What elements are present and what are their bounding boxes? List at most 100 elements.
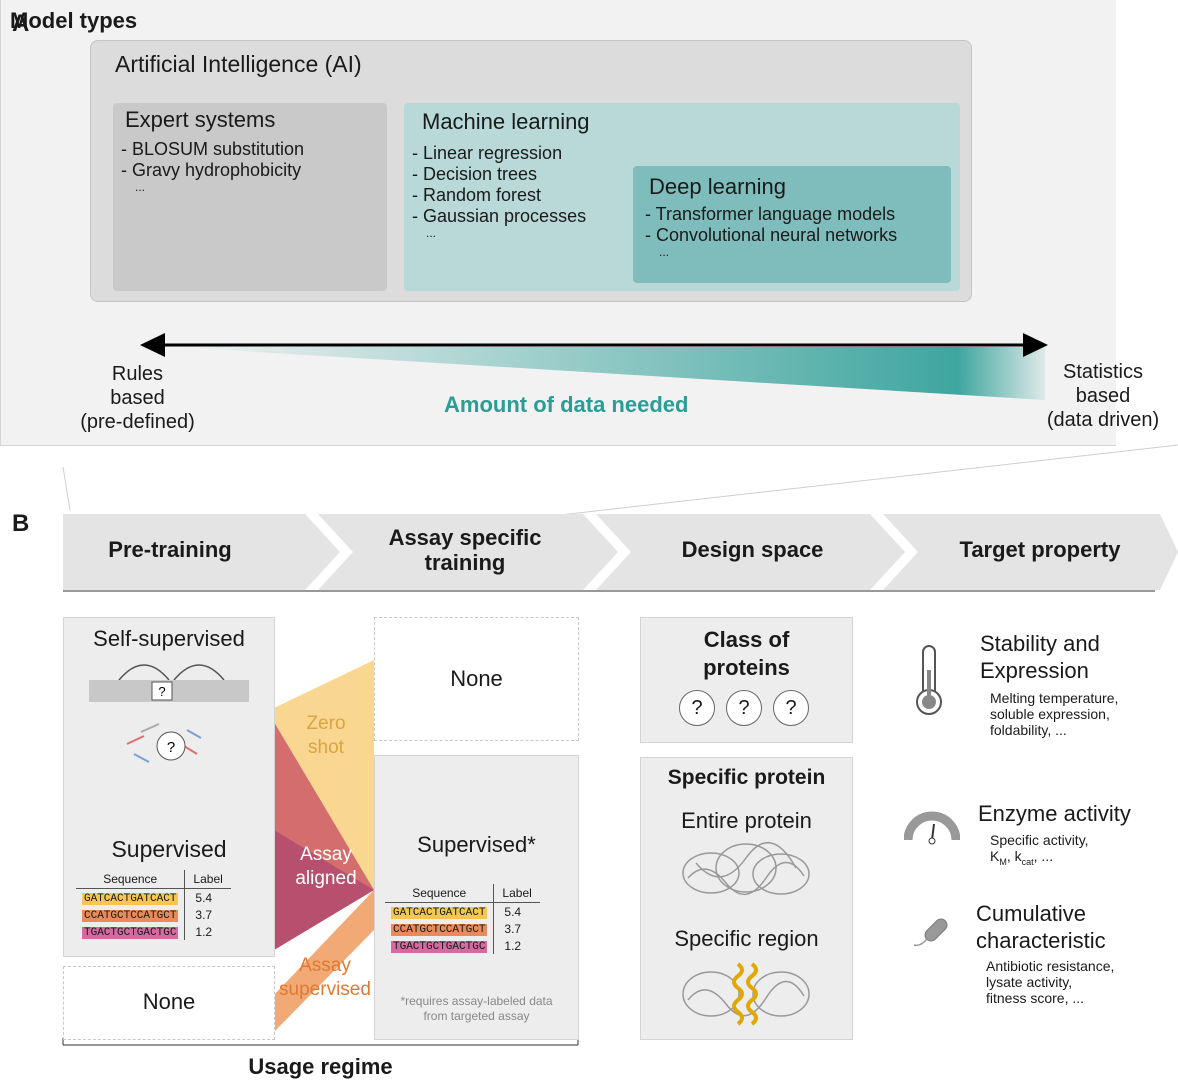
table-row: TGACTGCTGACTGC 1.2: [76, 923, 231, 940]
km-subscript: M: [999, 856, 1007, 867]
enzyme-kinetics-line: KM, kcat, ...: [990, 848, 1089, 870]
class-title-line: proteins: [703, 655, 790, 680]
chevron-target: [883, 514, 1178, 590]
funnel-line-left: [62, 466, 71, 511]
assay-supervised-title: Supervised*: [417, 832, 536, 857]
rules-label-line: (pre-defined): [80, 411, 195, 433]
funnel-line-right: [559, 444, 1178, 516]
label-cell: 5.4: [493, 902, 540, 920]
class-title-line: Class of: [703, 627, 790, 652]
ai-box: Artificial Intelligence (AI) Expert syst…: [90, 40, 972, 302]
masked-sequence-icon: ? ?: [89, 664, 249, 763]
statistics-label-line: based: [1075, 385, 1131, 407]
label-cell: 1.2: [493, 937, 540, 954]
data-needed-wedge: [175, 347, 1045, 400]
deep-learning-title: Deep learning: [649, 174, 786, 199]
kcat-symbol: , k: [1006, 848, 1022, 864]
class-of-proteins-card: Class of proteins ? ? ?: [640, 617, 853, 743]
flow-zero-shot: [274, 660, 374, 890]
self-supervised-label: Self-supervised: [93, 626, 245, 651]
assay-aligned-label: Assay aligned: [285, 843, 367, 891]
statistics-based-label: Statistics based (data driven): [1034, 360, 1172, 432]
footnote-line: *requires assay-labeled data: [400, 994, 553, 1008]
ml-item: ...: [426, 226, 437, 240]
cumulative-title-line: Cumulative: [976, 901, 1087, 926]
arrow-left-head: [140, 333, 165, 357]
specific-protein-title: Specific protein: [667, 766, 826, 789]
label-cell: 1.2: [184, 923, 231, 940]
enzyme-sub-line: Specific activity,: [990, 832, 1089, 848]
expert-item: ...: [135, 180, 146, 194]
pretraining-sequence-table: Sequence Label GATCACTGATCACT 5.4 CCATGC…: [76, 870, 231, 940]
label-cell: 3.7: [493, 920, 540, 937]
stability-title: Stability and Expression: [980, 630, 1100, 684]
table-row: GATCACTGATCACT 5.4: [385, 902, 540, 920]
zero-shot-line: Zero: [306, 713, 346, 734]
data-needed-graphic: [62, 333, 1178, 516]
zero-shot-label: Zero shot: [296, 712, 356, 760]
sequence-cell: TGACTGCTGACTGC: [82, 927, 179, 939]
ml-item: - Linear regression: [412, 143, 563, 163]
class-of-proteins-title: Class of proteins: [641, 626, 852, 682]
label-header: Label: [184, 870, 231, 889]
expert-item: - BLOSUM substitution: [121, 139, 305, 159]
table-row: CCATGCTCCATGCT 3.7: [385, 920, 540, 937]
dl-item: ...: [659, 245, 670, 259]
table-row: CCATGCTCCATGCT 3.7: [76, 906, 231, 923]
amount-of-data-label: Amount of data needed: [444, 392, 689, 417]
assay-aligned-line: aligned: [295, 868, 357, 889]
assay-footnote: *requires assay-labeled data from target…: [375, 994, 578, 1024]
stability-sub-line: Melting temperature,: [990, 690, 1119, 706]
enzyme-activity-title: Enzyme activity: [978, 801, 1131, 826]
expert-systems-box: Expert systems - BLOSUM substitution - G…: [113, 103, 387, 291]
stage-assay-training: Assay specific training: [388, 525, 542, 575]
assay-sequence-table: Sequence Label GATCACTGATCACT 5.4 CCATGC…: [385, 884, 540, 954]
rules-label-line: based: [110, 387, 165, 409]
unknown-protein-icon: ?: [726, 690, 762, 726]
sequence-header: Sequence: [76, 870, 185, 889]
specific-region-structure-icon: [682, 962, 810, 1026]
enzyme-activity-subtitle: Specific activity, KM, kcat, ...: [990, 832, 1089, 870]
assay-aligned-line: Assay: [300, 844, 352, 865]
stability-title-line: Stability and: [980, 631, 1100, 656]
cumulative-title-line: characteristic: [976, 928, 1106, 953]
entire-protein-label: Entire protein: [681, 808, 812, 833]
machine-learning-box: Machine learning - Linear regression - D…: [404, 103, 960, 291]
assay-none-card: None: [374, 617, 579, 741]
cumulative-sub-line: Antibiotic resistance,: [986, 958, 1115, 974]
assay-supervised-line: Assay: [299, 955, 351, 976]
deep-learning-box: Deep learning - Transformer language mod…: [633, 166, 951, 283]
label-cell: 3.7: [184, 906, 231, 923]
cumulative-title: Cumulative characteristic: [976, 900, 1106, 954]
deep-learning-list: - Transformer language models - Convolut…: [645, 204, 897, 258]
assay-none-label: None: [450, 666, 503, 691]
statistics-label-line: (data driven): [1046, 409, 1160, 431]
pretraining-card: Self-supervised ? ? Supervised Sequence …: [63, 617, 275, 957]
stage-chevrons: [63, 514, 1178, 592]
table-row: GATCACTGATCACT 5.4: [76, 888, 231, 906]
entire-protein-structure-icon: [682, 841, 810, 895]
assay-supervised-label: Assay supervised: [276, 954, 374, 1002]
ml-item: - Gaussian processes: [412, 206, 587, 226]
pretraining-none-card: None: [63, 966, 275, 1040]
sequence-cell: GATCACTGATCACT: [391, 907, 488, 919]
assay-supervised-line: supervised: [279, 979, 371, 1000]
kinetics-ellipsis: , ...: [1033, 848, 1054, 864]
ml-item: - Decision trees: [412, 164, 538, 184]
supervised-label: Supervised: [111, 836, 227, 862]
bacterium-icon: [913, 918, 948, 947]
panel-a-title: Model types: [10, 8, 138, 33]
expert-systems-title: Expert systems: [125, 107, 276, 132]
stage-pretraining: Pre-training: [108, 537, 232, 562]
svg-text:?: ?: [158, 684, 165, 699]
table-row: TGACTGCTGACTGC 1.2: [385, 937, 540, 954]
table-header-row: Sequence Label: [385, 884, 540, 903]
specific-protein-card: Specific protein Entire protein Specific…: [640, 757, 853, 1040]
dl-item: - Convolutional neural networks: [645, 225, 898, 245]
stability-sub-line: foldability, ...: [990, 722, 1067, 738]
expert-systems-list: - BLOSUM substitution - Gravy hydrophobi…: [121, 139, 304, 193]
chevron-assay: [318, 514, 618, 590]
chevron-design: [596, 514, 905, 590]
stability-sub-line: soluble expression,: [990, 706, 1110, 722]
chevron-pretraining: [63, 514, 340, 590]
